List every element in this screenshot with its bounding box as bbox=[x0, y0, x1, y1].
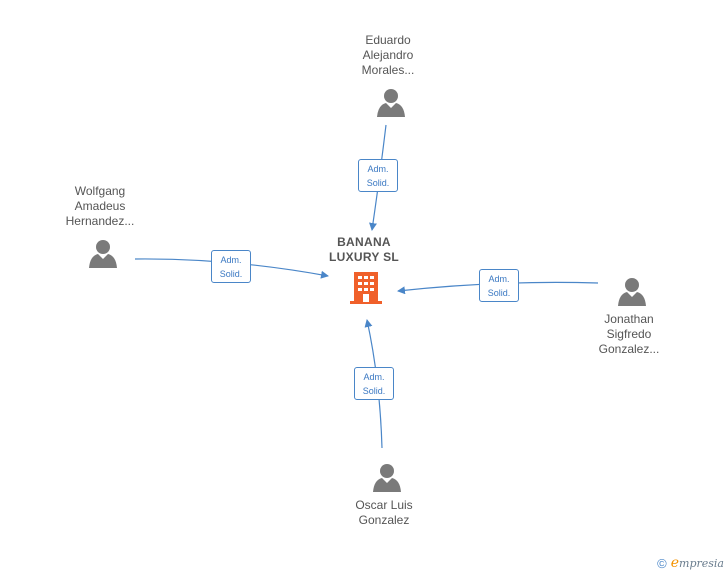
edge-label-left: Adm. Solid. bbox=[211, 250, 251, 283]
person-icon[interactable] bbox=[618, 278, 646, 306]
edge-role-line2: Solid. bbox=[362, 386, 386, 396]
edge-role-line1: Adm. bbox=[363, 372, 385, 382]
person-name-line: Oscar Luis bbox=[355, 498, 413, 512]
person-label-left[interactable]: Wolfgang Amadeus Hernandez... bbox=[40, 184, 160, 229]
person-icon[interactable] bbox=[373, 464, 401, 492]
brand-initial: e bbox=[670, 555, 680, 571]
person-icon[interactable] bbox=[89, 240, 117, 268]
person-label-top[interactable]: Eduardo Alejandro Morales... bbox=[328, 33, 448, 78]
person-name-line: Alejandro bbox=[362, 48, 414, 62]
edge-role-line2: Solid. bbox=[487, 288, 511, 298]
edge-role-line1: Adm. bbox=[220, 255, 242, 265]
person-name-line: Jonathan bbox=[604, 312, 654, 326]
company-name-line1: BANANA bbox=[337, 235, 391, 249]
company-name-line2: LUXURY SL bbox=[328, 250, 400, 264]
person-label-right[interactable]: Jonathan Sigfredo Gonzalez... bbox=[569, 312, 689, 357]
person-name-line: Hernandez... bbox=[65, 214, 135, 228]
edge-label-top: Adm. Solid. bbox=[358, 159, 398, 192]
brand-logo[interactable]: empresia bbox=[671, 555, 724, 571]
person-label-bottom[interactable]: Oscar Luis Gonzalez bbox=[324, 498, 444, 528]
company-name[interactable]: BANANA LUXURY SL bbox=[304, 235, 424, 265]
edge-role-line1: Adm. bbox=[367, 164, 389, 174]
person-name-line: Wolfgang bbox=[74, 184, 126, 198]
brand-name: mpresia bbox=[679, 557, 724, 570]
person-name-line: Sigfredo bbox=[606, 327, 652, 341]
person-name-line: Morales... bbox=[361, 63, 415, 77]
person-name-line: Gonzalez bbox=[358, 513, 410, 527]
edge-label-right: Adm. Solid. bbox=[479, 269, 519, 302]
footer-brand: © empresia bbox=[657, 555, 724, 571]
building-icon[interactable] bbox=[350, 272, 382, 304]
person-icon[interactable] bbox=[377, 89, 405, 117]
edge-role-line1: Adm. bbox=[488, 274, 510, 284]
copyright-icon: © bbox=[657, 555, 667, 571]
person-name-line: Eduardo bbox=[365, 33, 411, 47]
person-name-line: Gonzalez... bbox=[598, 342, 660, 356]
edge-label-bottom: Adm. Solid. bbox=[354, 367, 394, 400]
edge-role-line2: Solid. bbox=[219, 269, 243, 279]
edge-role-line2: Solid. bbox=[366, 178, 390, 188]
person-name-line: Amadeus bbox=[74, 199, 126, 213]
